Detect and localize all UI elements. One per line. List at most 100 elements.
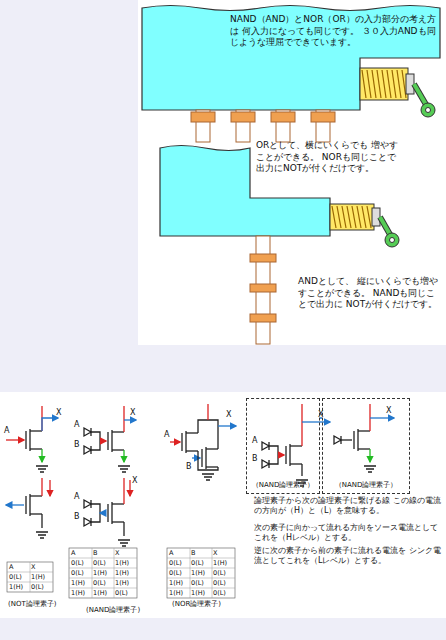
water-tank [142,6,440,111]
stroke [100,440,106,441]
stroke [202,474,214,480]
stroke [123,450,124,462]
label: 1(H) [31,572,45,582]
spring-piston [360,68,435,117]
label: 0(L) [191,578,204,588]
stroke [402,70,406,98]
label: 0(L) [9,572,22,582]
label: 0(L) [71,558,84,568]
label: ANDとして、 縦にいくらでも増やすことができる。 NANDも同じことで出力に … [298,276,438,311]
stroke [167,568,235,569]
label: A [164,430,169,440]
stroke [25,496,26,514]
stroke [191,112,215,122]
stroke [370,417,394,418]
stroke [123,478,124,504]
label: X [132,476,137,486]
stroke [36,532,48,538]
spring-piston [330,204,399,247]
label: (NAND論理素子) [86,606,140,615]
stroke [129,480,130,496]
stroke [205,447,206,469]
stroke [112,521,124,522]
stroke [36,466,48,472]
label: 0(L) [71,568,84,578]
label: 0(L) [191,558,204,568]
stroke [84,518,91,526]
stroke [262,460,269,468]
stroke [112,503,124,504]
stroke [30,448,42,449]
label: 0(L) [31,582,44,592]
label: 1(H) [71,578,85,588]
stroke [207,404,208,420]
stroke [167,548,235,598]
stroke [212,548,213,598]
label: 0(L) [213,578,226,588]
stroke [271,112,295,122]
label: 0(L) [213,588,226,598]
stroke [69,588,137,589]
stroke [358,430,370,431]
dashed-group-box: （NAND論理素子） [322,398,410,494]
label: B [74,512,80,522]
stroke [337,206,341,228]
label: NAND（AND）とNOR（OR）の入力部分の考え方は 何入力になっても同じです… [230,14,438,49]
label: 0(L) [213,568,226,578]
label: X [130,408,135,418]
stroke [42,418,58,431]
label: 1(H) [93,588,107,598]
stroke [30,430,42,431]
label: X [56,408,61,418]
label: 1(H) [115,578,129,588]
stroke [358,448,370,449]
stroke [367,70,371,98]
label: B [191,548,195,558]
label: 1(H) [213,558,227,568]
stroke [123,406,124,432]
stroke [29,429,30,451]
label: 0(L) [93,578,106,588]
label: 1(H) [169,588,183,598]
stroke [342,206,346,228]
label: 0(L) [169,568,182,578]
label: 1(H) [191,568,205,578]
stroke [377,70,381,98]
label: (NOT論理素子) [8,600,56,609]
label: 0(L) [169,558,182,568]
stroke [167,578,235,579]
stroke [84,500,91,508]
label: 1(H) [169,578,183,588]
stroke [301,464,302,476]
label: 1(H) [115,568,129,578]
label: A [4,426,9,436]
stroke [262,442,269,450]
stroke [111,430,112,452]
label: A [252,436,257,446]
label: A [74,420,79,430]
stroke [190,548,191,598]
stroke [181,433,182,451]
stroke [192,457,200,458]
stroke [334,436,341,444]
stroke [25,431,26,449]
stroke [7,562,53,592]
stroke [69,568,137,569]
label: ORとして、横にいくらでも 増やすことができる。 NORも同じことで 出力にNO… [256,140,406,175]
label: B [93,548,97,558]
label: 1(H) [9,582,23,592]
stroke [167,558,235,559]
stroke [269,446,278,464]
stroke [290,445,302,446]
label: X [213,548,217,558]
stroke [362,206,366,228]
vertical-pipe [250,236,276,344]
label: B [74,440,80,450]
label: 次の素子に向かって流れる方向をソース電流として これを（Hレベル）とする。 [254,523,442,544]
stroke [341,439,352,440]
stroke [41,478,42,496]
label: X [386,406,391,416]
stroke [285,446,286,464]
stroke [302,421,330,422]
label: A [169,548,173,558]
